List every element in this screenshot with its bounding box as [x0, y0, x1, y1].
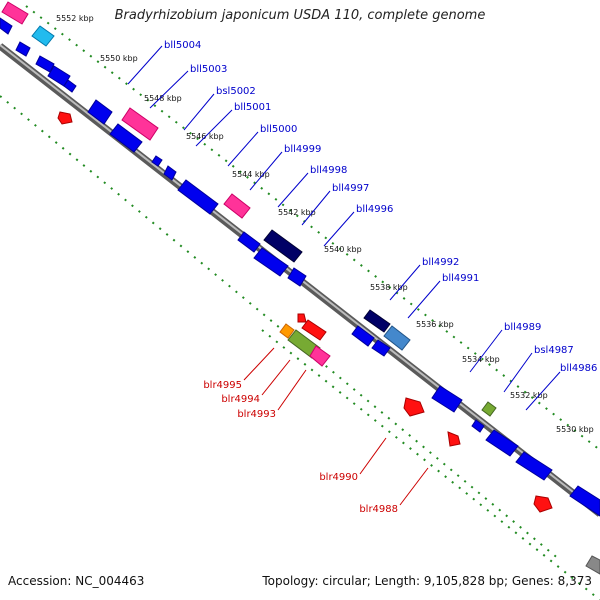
gene-arrow[interactable] [15, 41, 31, 57]
gene-arrow[interactable] [569, 485, 600, 517]
gene-arrow[interactable] [287, 267, 307, 287]
gene-arrow[interactable] [301, 319, 327, 341]
forward-gene-label-3[interactable]: blr4990 [319, 472, 358, 483]
gene-arrow[interactable] [279, 323, 295, 339]
leader-bll5003 [149, 70, 189, 109]
inner-dotted-line [261, 329, 600, 600]
ruler-tick-label-1: 5550 kbp [100, 54, 138, 63]
ruler-tick-label-2: 5548 kbp [144, 94, 182, 103]
reverse-gene-label-12[interactable]: bsl4987 [534, 345, 574, 356]
forward-gene-labels: blr4995 blr4994 blr4993 blr4990 blr4988 [203, 380, 398, 515]
gene-arrow[interactable] [253, 247, 289, 277]
leader-bll4996 [323, 211, 355, 247]
reverse-gene-labels: bll5004 bll5003 bsl5002 bll5001 bll5000 bll49… [164, 40, 597, 374]
leader-bll5004 [127, 45, 163, 85]
gene-arrow[interactable] [177, 179, 219, 215]
leader-blr4988 [399, 467, 429, 506]
reverse-gene-label-1[interactable]: bll5003 [190, 64, 227, 75]
gene-arrow[interactable] [447, 431, 461, 447]
reverse-strand-genes [0, 1, 600, 575]
gene-arrow[interactable] [163, 165, 177, 181]
ruler-tick-label-10: 5532 kbp [510, 391, 548, 400]
leader-bll4989 [469, 329, 503, 373]
ruler-tick-label-4: 5544 kbp [232, 170, 270, 179]
forward-gene-label-2[interactable]: blr4993 [237, 409, 276, 420]
gene-arrow[interactable] [151, 155, 163, 167]
reverse-gene-label-9[interactable]: bll4992 [422, 257, 459, 268]
ruler-tick-label-0: 5552 kbp [56, 14, 94, 23]
gene-label-leaders [127, 45, 561, 506]
gene-arrow[interactable] [1, 1, 29, 25]
ruler-tick-label-7: 5538 kbp [370, 283, 408, 292]
gene-arrow[interactable] [297, 313, 307, 323]
forward-gene-label-0[interactable]: blr4995 [203, 380, 242, 391]
reverse-gene-label-3[interactable]: bll5001 [234, 102, 271, 113]
gene-arrow[interactable] [515, 451, 553, 481]
leader-bsl5002 [183, 93, 215, 131]
gene-arrow[interactable] [109, 123, 143, 153]
forward-gene-label-4[interactable]: blr4988 [359, 504, 398, 515]
leader-bll5000 [227, 131, 259, 167]
gene-arrow[interactable] [481, 401, 497, 417]
gene-arrow[interactable] [471, 419, 485, 433]
gene-arrow[interactable] [237, 231, 261, 253]
gene-arrow[interactable] [485, 429, 519, 457]
gene-arrow[interactable] [87, 99, 113, 125]
outer-dotted-line [0, 95, 561, 561]
accession-text: Accession: NC_004463 [8, 574, 145, 588]
reverse-gene-label-10[interactable]: bll4991 [442, 273, 479, 284]
leader-blr4995 [243, 347, 275, 381]
gene-arrow[interactable] [31, 25, 55, 47]
leader-bll4991 [407, 280, 441, 319]
gene-arrow[interactable] [223, 193, 251, 219]
reverse-gene-label-4[interactable]: bll5000 [260, 124, 297, 135]
ruler-tick-label-9: 5534 kbp [462, 355, 500, 364]
leader-bll5001 [195, 109, 233, 147]
gene-arrow[interactable] [121, 107, 159, 141]
gene-arrow[interactable] [57, 111, 73, 125]
gene-arrow[interactable] [533, 495, 553, 513]
leader-bsl4987 [503, 352, 533, 393]
leader-bll4992 [389, 264, 421, 301]
reverse-gene-label-13[interactable]: bll4986 [560, 363, 597, 374]
gene-arrow[interactable] [403, 397, 425, 417]
leader-blr4990 [359, 437, 387, 475]
forward-strand-genes [57, 111, 553, 513]
gene-arrow[interactable] [309, 345, 331, 367]
ruler-tick-label-8: 5536 kbp [416, 320, 454, 329]
forward-gene-label-1[interactable]: blr4994 [221, 394, 260, 405]
gene-arrow[interactable] [383, 325, 411, 351]
gene-arrow[interactable] [0, 17, 13, 35]
reverse-gene-label-2[interactable]: bsl5002 [216, 86, 256, 97]
map-title: Bradyrhizobium japonicum USDA 110, compl… [114, 8, 486, 23]
gene-arrow[interactable] [431, 385, 463, 413]
reverse-gene-label-6[interactable]: bll4998 [310, 165, 347, 176]
reverse-gene-label-11[interactable]: bll4989 [504, 322, 541, 333]
reverse-gene-label-5[interactable]: bll4999 [284, 144, 321, 155]
ruler-tick-label-11: 5530 kbp [556, 425, 594, 434]
ruler-dotted-line [25, 5, 600, 451]
ruler-tick-label-6: 5540 kbp [324, 245, 362, 254]
reverse-gene-label-8[interactable]: bll4996 [356, 204, 393, 215]
gene-arrow[interactable] [363, 309, 391, 333]
leader-blr4994 [261, 359, 291, 396]
gene-arrow[interactable] [585, 555, 600, 575]
gene-arrow[interactable] [63, 79, 77, 93]
leader-bll4997 [301, 190, 331, 226]
leader-blr4993 [277, 369, 307, 411]
leader-bll4999 [249, 151, 283, 191]
genome-summary-text: Topology: circular; Length: 9,105,828 bp… [262, 574, 592, 588]
gene-arrow[interactable] [351, 325, 375, 347]
reverse-gene-label-7[interactable]: bll4997 [332, 183, 369, 194]
leader-bll4986 [525, 371, 561, 411]
leader-bll4998 [277, 172, 309, 208]
gene-arrow[interactable] [371, 339, 391, 357]
reverse-gene-label-0[interactable]: bll5004 [164, 40, 201, 51]
gene-arrow[interactable] [263, 229, 303, 263]
ruler-tick-label-5: 5542 kbp [278, 208, 316, 217]
